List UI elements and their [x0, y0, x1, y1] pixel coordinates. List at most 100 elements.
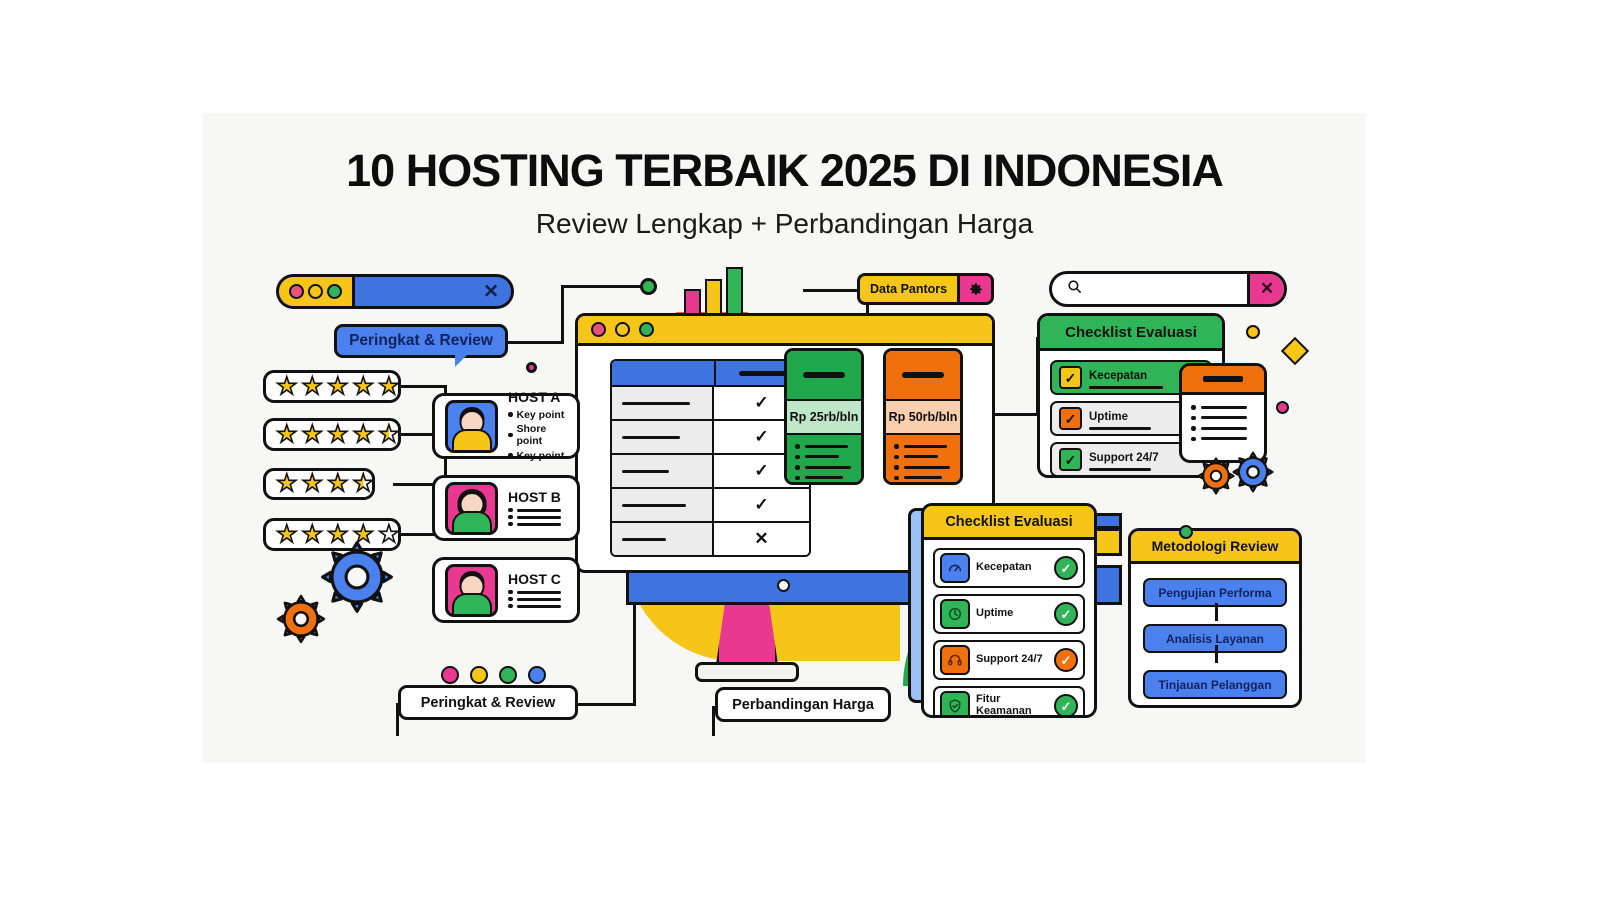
- price-card-orange[interactable]: Rp 50rb/bln: [883, 348, 963, 485]
- tag-label: Data Pantors: [870, 282, 948, 296]
- close-icon[interactable]: ✕: [483, 281, 499, 302]
- rating-row-4: ★ ★ ★ ★ ★: [263, 518, 401, 551]
- comparison-table: ✓ ✓ ✓ ✓ ✕: [610, 359, 811, 557]
- table-header-cell-feature: [612, 361, 716, 385]
- decor-dot-pink: [526, 362, 537, 373]
- decor-dot-green: [640, 278, 657, 295]
- checklist-label: Uptime: [976, 607, 1014, 620]
- tag-data-pantors[interactable]: Data Pantors: [857, 273, 995, 305]
- connector-line: [393, 533, 447, 536]
- price-card-features: [787, 435, 861, 482]
- window-dot-red: [591, 322, 606, 337]
- checklist-label: Kecepatan: [1089, 370, 1148, 383]
- avatar: [445, 563, 498, 617]
- speedometer-icon: [940, 553, 970, 583]
- monitor-foot: [695, 662, 799, 682]
- browser-window-pill[interactable]: ✕: [276, 274, 514, 309]
- decor-dot-yellow: [470, 666, 488, 684]
- table-row: ✓: [612, 387, 809, 421]
- monitor-camera-dot: [777, 579, 790, 592]
- decor-bar-chart: [676, 263, 748, 315]
- shield-icon: [940, 691, 970, 715]
- status-check-icon: ✓: [1054, 602, 1078, 626]
- star-half-icon: ★: [377, 420, 400, 448]
- table-row: ✓: [612, 489, 809, 523]
- page-subtitle: Review Lengkap + Perbandingan Harga: [535, 208, 1034, 239]
- connector-line: [401, 433, 447, 436]
- checklist-item-support[interactable]: ✓ Support 24/7: [1050, 442, 1212, 475]
- methodology-step-1[interactable]: Pengujian Performa: [1143, 578, 1287, 607]
- metodologi-review-panel: Metodologi Review Pengujian Performa Ana…: [1128, 528, 1302, 708]
- host-card-a[interactable]: HOST A Key point Shore point Key point: [432, 389, 580, 462]
- host-card-b[interactable]: HOST B: [432, 475, 580, 541]
- checklist-label: Kecepatan: [976, 561, 1032, 574]
- decor-dot-pink: [441, 666, 459, 684]
- decor-dot-row: [441, 666, 546, 684]
- star-icon: ★: [326, 420, 349, 448]
- star-half-icon: ★: [352, 470, 375, 497]
- decor-diamond: [1280, 336, 1310, 366]
- host-name: HOST B: [508, 488, 561, 505]
- checklist-item-kecepatan[interactable]: Kecepatan ✓: [933, 548, 1085, 588]
- connector-line: [979, 413, 1039, 416]
- status-check-icon: ✓: [1054, 648, 1078, 672]
- decor-dot-green: [499, 666, 517, 684]
- checklist-item-support[interactable]: Support 24/7 ✓: [933, 640, 1085, 680]
- star-icon: ★: [275, 372, 298, 400]
- price-card-green[interactable]: Rp 25rb/bln: [784, 348, 864, 485]
- checklist-item-uptime[interactable]: Uptime ✓: [933, 594, 1085, 634]
- search-input[interactable]: [1088, 274, 1252, 304]
- status-check-icon: ✓: [1054, 556, 1078, 580]
- star-icon: ★: [275, 520, 298, 548]
- checkbox-checked-icon[interactable]: ✓: [1059, 366, 1082, 389]
- table-header-row: [612, 361, 809, 387]
- star-icon: ★: [352, 520, 375, 548]
- callout-label: Peringkat & Review: [349, 332, 493, 349]
- close-icon[interactable]: ✕: [1247, 274, 1284, 304]
- panel-title: Metodologi Review: [1131, 531, 1299, 564]
- callout-peringkat-review: Peringkat & Review: [334, 324, 508, 367]
- list-card: [1179, 363, 1267, 463]
- avatar: [445, 399, 498, 453]
- search-bar[interactable]: ✕: [1049, 271, 1287, 307]
- clock-icon: [940, 599, 970, 629]
- chart-bar-1: [684, 289, 701, 315]
- star-icon: ★: [301, 470, 324, 497]
- rating-row-1: ★ ★ ★ ★ ★: [263, 370, 401, 403]
- connector-line: [561, 285, 564, 344]
- list-card-header: [1182, 366, 1264, 395]
- gear-icon[interactable]: [957, 276, 992, 302]
- host-point: Shore point: [516, 423, 547, 448]
- checklist-item-keamanan[interactable]: Fitur Keamanan ✓: [933, 686, 1085, 715]
- page-title: 10 HOSTING TERBAIK 2025 DI INDONESIA: [346, 145, 1224, 196]
- avatar: [445, 481, 498, 535]
- gear-blue-icon: [318, 538, 396, 616]
- connector-line: [633, 543, 636, 706]
- checklist-label: Support 24/7: [976, 653, 1043, 666]
- chart-bar-3: [726, 267, 743, 315]
- panel-title: Checklist Evaluasi: [1040, 316, 1222, 351]
- methodology-step-3[interactable]: Tinjauan Pelanggan: [1143, 670, 1287, 699]
- checkbox-checked-icon[interactable]: ✓: [1059, 407, 1082, 430]
- window-dot-yellow: [308, 284, 323, 299]
- gear-orange-icon: [275, 593, 327, 645]
- star-icon: ★: [326, 470, 349, 497]
- star-icon: ★: [301, 372, 324, 400]
- host-point: Key point: [516, 408, 565, 421]
- connector-line: [561, 285, 643, 288]
- price-value: Rp 25rb/bln: [787, 401, 861, 435]
- panel-title: Checklist Evaluasi: [924, 506, 1094, 540]
- star-icon: ★: [275, 470, 298, 497]
- table-cell-mark: ✕: [714, 523, 809, 555]
- price-card-header: [787, 351, 861, 401]
- host-point: Key point: [516, 449, 565, 462]
- checkbox-checked-icon[interactable]: ✓: [1059, 448, 1082, 471]
- host-card-c[interactable]: HOST C: [432, 557, 580, 623]
- star-icon: ★: [275, 420, 298, 448]
- connector-line: [444, 385, 447, 537]
- decor-dot-green: [1179, 525, 1193, 539]
- window-controls: [279, 277, 355, 306]
- window-titlebar: [578, 316, 992, 346]
- star-icon: ★: [326, 520, 349, 548]
